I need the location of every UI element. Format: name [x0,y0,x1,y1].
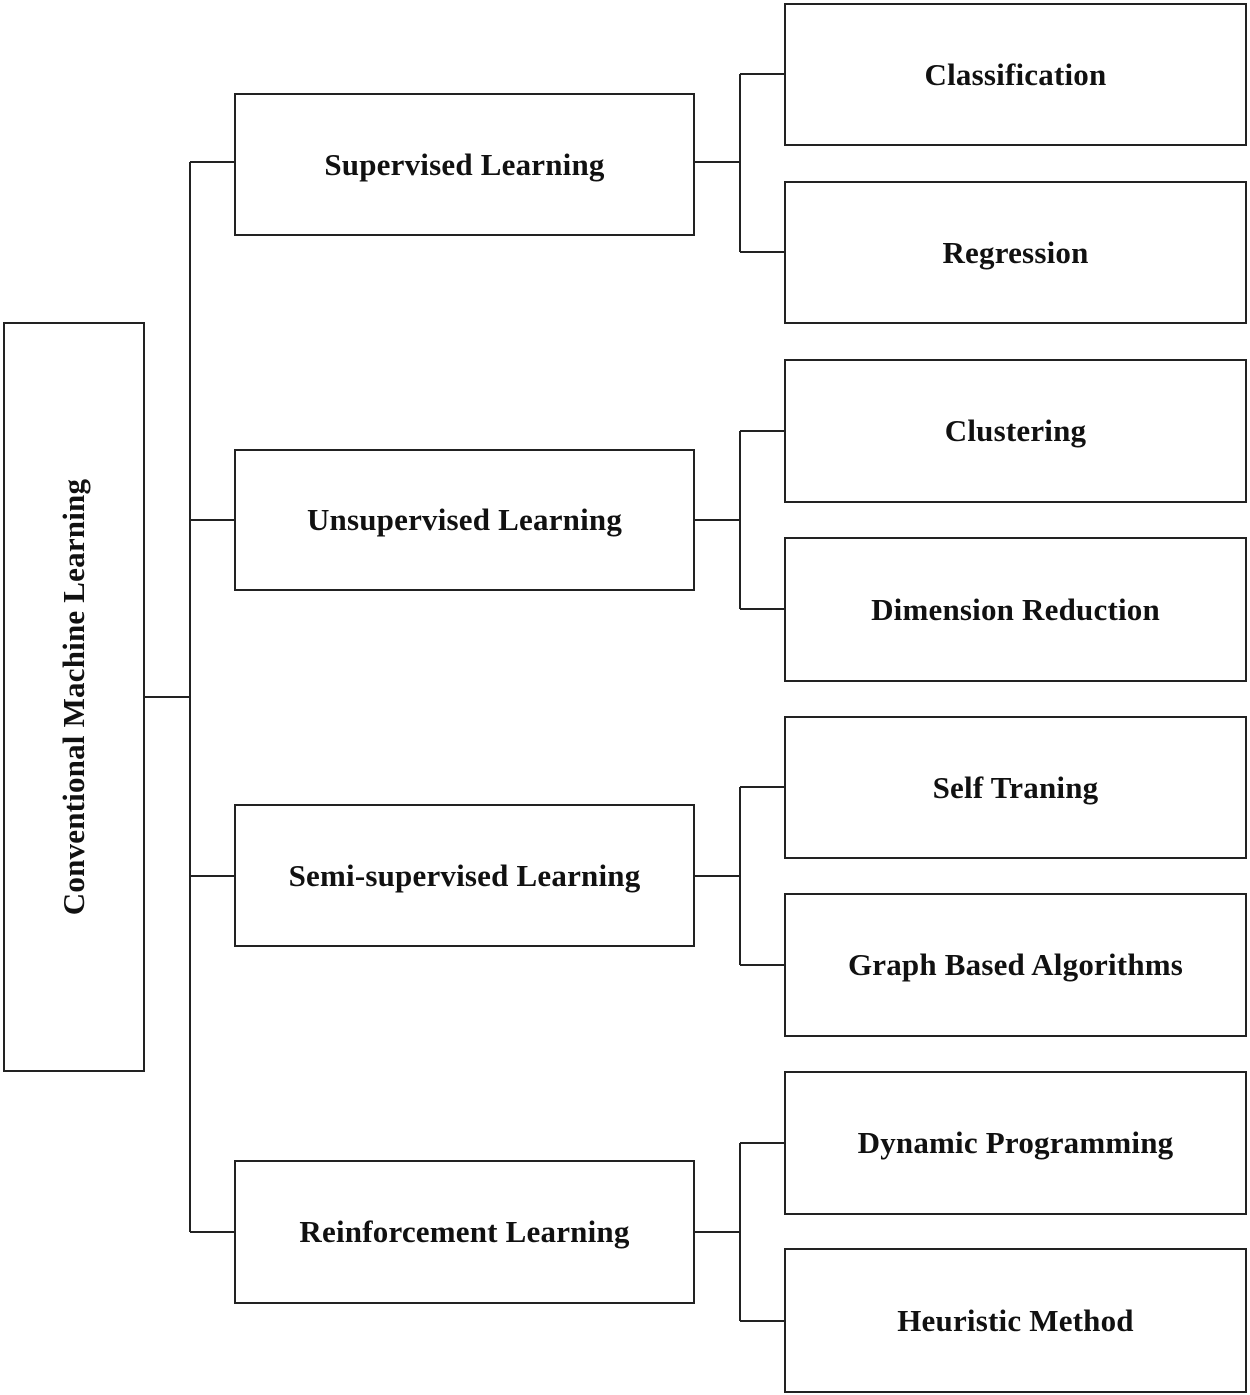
category-unsupervised-learning: Unsupervised Learning [234,449,695,591]
category-reinforcement-learning: Reinforcement Learning [234,1160,695,1304]
leaf-graph-based-algorithms: Graph Based Algorithms [784,893,1247,1037]
category-label: Reinforcement Learning [299,1214,630,1249]
category-label: Semi-supervised Learning [288,857,641,893]
leaf-dynamic-programming: Dynamic Programming [784,1071,1247,1215]
leaf-label: Self Traning [932,769,1099,805]
leaf-self-training: Self Traning [784,716,1247,859]
category-semi-supervised-learning: Semi-supervised Learning [234,804,695,947]
leaf-label: Clustering [944,413,1087,448]
leaf-label: Dimension Reduction [871,591,1160,627]
root-node: Conventional Machine Learning [3,322,145,1072]
category-label: Unsupervised Learning [306,502,623,537]
leaf-label: Regression [942,234,1089,270]
leaf-label: Classification [924,56,1107,92]
leaf-label: Heuristic Method [897,1302,1134,1338]
category-supervised-learning: Supervised Learning [234,93,695,236]
root-label: Conventional Machine Learning [56,478,92,916]
leaf-heuristic-method: Heuristic Method [784,1248,1247,1393]
leaf-dimension-reduction: Dimension Reduction [784,537,1247,682]
category-label: Supervised Learning [324,146,605,182]
leaf-clustering: Clustering [784,359,1247,503]
leaf-label: Graph Based Algorithms [847,947,1184,982]
leaf-label: Dynamic Programming [857,1125,1174,1160]
leaf-classification: Classification [784,3,1247,146]
leaf-regression: Regression [784,181,1247,324]
